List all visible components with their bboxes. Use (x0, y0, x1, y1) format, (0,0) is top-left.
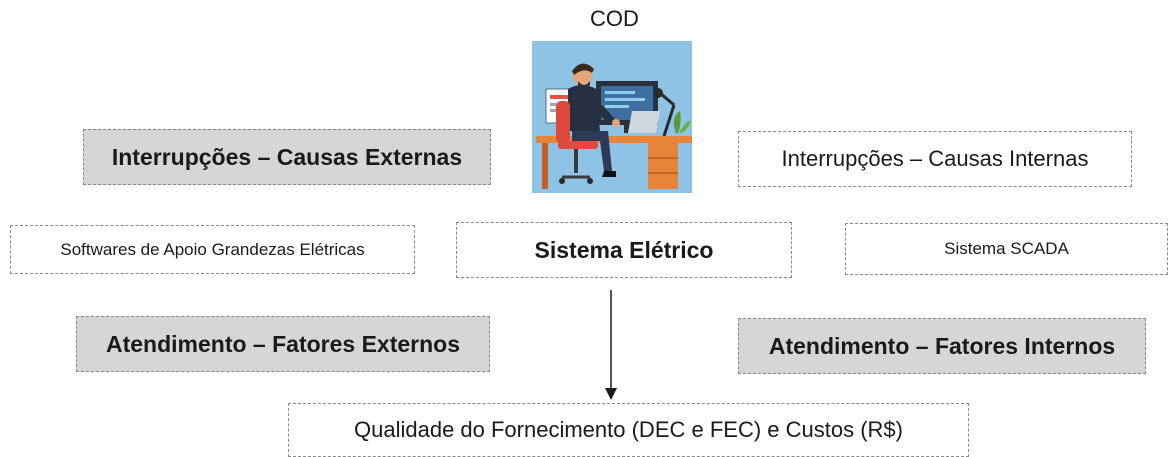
interrupcoes-externas-box: Interrupções – Causas Externas (83, 129, 491, 185)
sistema-eletrico-label: Sistema Elétrico (534, 236, 714, 263)
interrupcoes-internas-label: Interrupções – Causas Internas (781, 146, 1089, 171)
atendimento-internos-label: Atendimento – Fatores Internos (768, 332, 1116, 359)
softwares-label: Softwares de Apoio Grandezas Elétricas (60, 239, 365, 259)
interrupcoes-internas-box: Interrupções – Causas Internas (738, 131, 1132, 187)
flow-arrow (605, 290, 617, 400)
scada-box: Sistema SCADA (845, 223, 1168, 275)
cod-title: COD (590, 6, 639, 31)
atendimento-externos-label: Atendimento – Fatores Externos (105, 330, 461, 357)
qualidade-box: Qualidade do Fornecimento (DEC e FEC) e … (288, 403, 969, 457)
softwares-box: Softwares de Apoio Grandezas Elétricas (10, 225, 415, 274)
interrupcoes-externas-label: Interrupções – Causas Externas (111, 143, 463, 170)
operator-illustration (532, 41, 692, 193)
scada-label: Sistema SCADA (944, 239, 1069, 258)
atendimento-internos-box: Atendimento – Fatores Internos (738, 318, 1146, 374)
sistema-eletrico-box: Sistema Elétrico (456, 222, 792, 278)
atendimento-externos-box: Atendimento – Fatores Externos (76, 316, 490, 372)
qualidade-label: Qualidade do Fornecimento (DEC e FEC) e … (354, 417, 903, 442)
